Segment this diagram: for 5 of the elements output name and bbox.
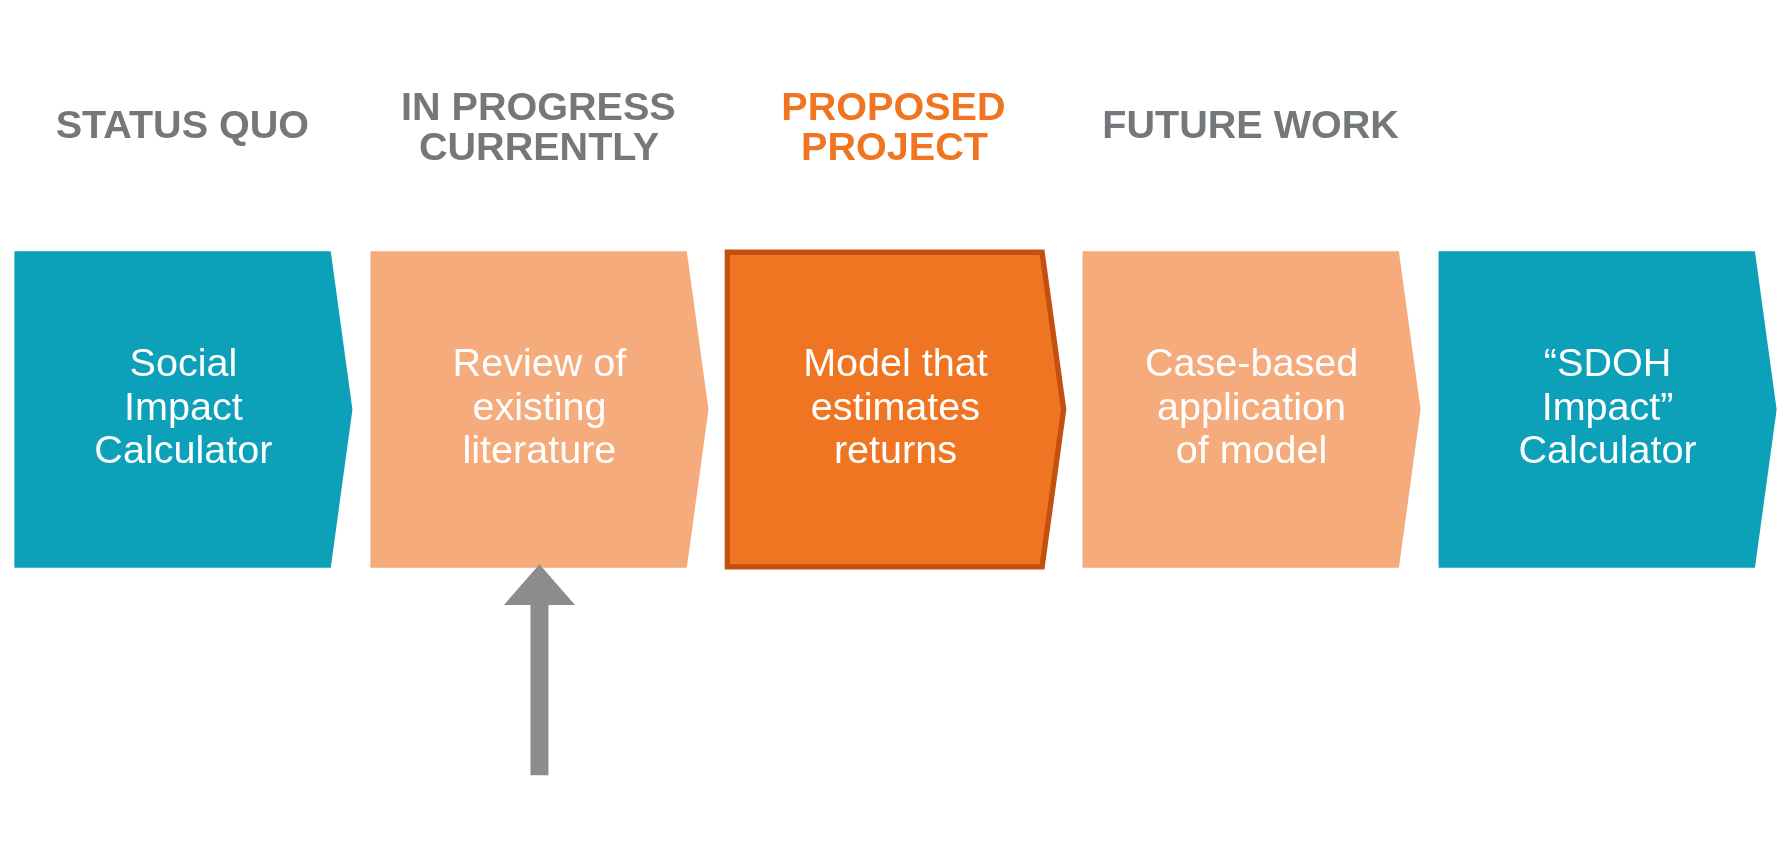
node-label: IN PROGRESS CURRENTLY [400,84,676,168]
node-label: PROPOSED PROJECT [781,84,1006,168]
node-label: STATUS QUO [55,102,310,147]
arrow [503,564,575,776]
label: FUTURE WORK [1102,102,1399,147]
